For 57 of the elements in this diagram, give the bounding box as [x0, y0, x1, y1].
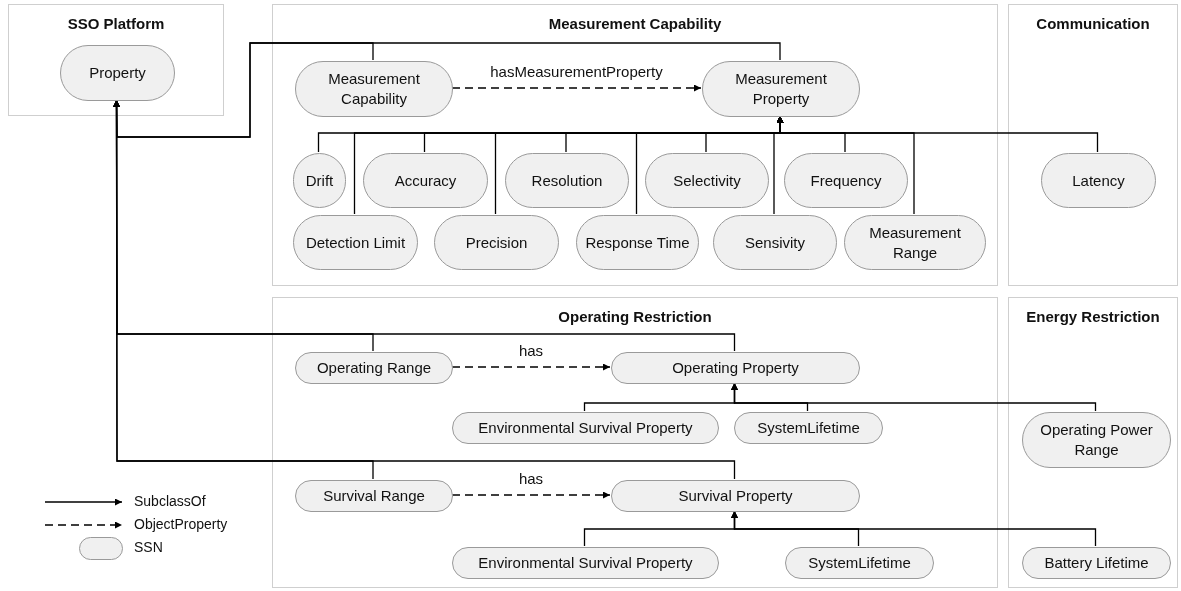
legend-label: SubclassOf — [134, 493, 206, 509]
class-node — [702, 61, 860, 117]
class-node — [1022, 547, 1171, 579]
class-node — [611, 480, 860, 512]
class-label: Property — [88, 63, 147, 83]
group-panel — [1008, 297, 1178, 588]
panel-title: Operating Restriction — [557, 308, 713, 325]
edge-label: hasMeasurementProperty — [488, 63, 665, 80]
class-label: Detection Limit — [304, 232, 407, 253]
panel-title: Measurement Capability — [547, 15, 723, 32]
arrow — [731, 382, 1097, 412]
class-label: Accuracy — [393, 170, 458, 191]
class-node — [1022, 412, 1171, 468]
class-label: Operating Range — [315, 358, 433, 378]
class-label: Frequency — [809, 170, 883, 191]
class-label: Survival Property — [677, 486, 794, 506]
class-node — [452, 547, 719, 579]
class-label: Measurement Range — [868, 222, 962, 263]
panel-title: SSO Platform — [66, 15, 166, 32]
class-label: Latency — [1071, 170, 1126, 191]
class-node — [295, 352, 453, 384]
class-node — [60, 45, 175, 101]
class-node — [295, 480, 453, 512]
class-label: Resolution — [530, 170, 604, 191]
class-node — [611, 352, 860, 384]
class-label: Measurement Property — [734, 69, 828, 109]
class-label: Response Time — [584, 232, 691, 253]
dashed-arrow — [451, 491, 611, 499]
class-label: Measurement Capability — [327, 69, 421, 109]
class-node — [295, 61, 453, 117]
group-panel — [8, 4, 224, 116]
class-node — [785, 547, 934, 579]
panel-title: Energy Restriction — [1025, 308, 1161, 325]
group-panel — [272, 4, 998, 286]
class-node — [734, 412, 883, 444]
class-label: Sensivity — [744, 232, 806, 253]
legend-label: ObjectProperty — [134, 516, 228, 532]
class-label: Survival Range — [322, 486, 426, 506]
class-label: Drift — [304, 170, 335, 191]
class-label: Precision — [464, 232, 529, 253]
group-panel — [272, 297, 998, 588]
class-label: Selectivity — [672, 170, 742, 191]
class-label: Battery Lifetime — [1043, 553, 1150, 573]
group-panel — [1008, 4, 1178, 286]
class-label: Environmental Survival Property — [477, 418, 694, 438]
arrow — [731, 510, 1097, 547]
legend-label: SSN — [134, 539, 163, 555]
class-node — [452, 412, 719, 444]
panel-title: Communication — [1035, 15, 1151, 32]
class-label: Operating Power Range — [1039, 420, 1154, 460]
dashed-arrow — [451, 363, 611, 371]
class-label: Operating Property — [671, 358, 800, 378]
class-label: SystemLifetime — [756, 418, 861, 438]
class-label: Environmental Survival Property — [477, 553, 694, 573]
class-label: SystemLifetime — [807, 553, 912, 573]
class-node — [293, 153, 346, 208]
dashed-arrow — [451, 84, 702, 92]
